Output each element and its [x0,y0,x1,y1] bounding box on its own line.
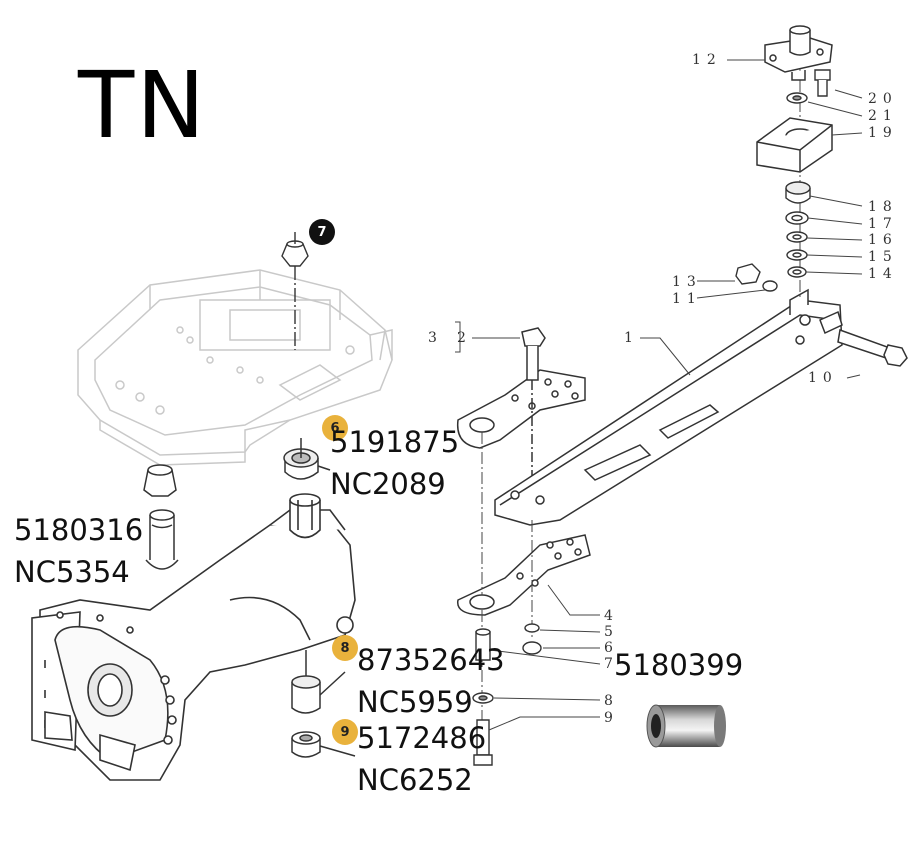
badge-6: 6 [322,415,348,441]
callout-leaders [455,59,863,731]
link-plate-lower [457,534,591,616]
callout-1: 1 [624,330,639,346]
callout-5: 5 [604,624,619,640]
block-part-19 [756,117,833,173]
nut-part-9 [291,731,356,758]
pin-part-10 [837,328,908,367]
callout-9: 9 [604,710,619,726]
plug-part-7 [281,232,309,350]
badge-7: 7 [309,219,335,245]
callout-3: 3 [428,330,443,346]
pin-part-5180316 [143,464,179,570]
callout-8: 8 [604,693,619,709]
badge-9: 9 [332,719,358,745]
callout-7: 7 [604,656,619,672]
part-code-NC2089: NC2089 [330,467,446,501]
callout-19: 19 [868,125,898,141]
callout-12: 12 [692,52,722,68]
main-arm-part-1 [494,288,843,526]
bushing-part-8 [291,650,346,714]
bushing-part-6 [283,438,331,480]
part-number-5180316: 5180316 [14,513,144,547]
part-code-NC5959: NC5959 [357,685,473,719]
part-number-5180399: 5180399 [614,648,744,682]
callout-4: 4 [604,608,619,624]
top-bracket-part-12 [764,25,833,81]
callout-11: 11 [672,291,702,307]
part-code-NC5354: NC5354 [14,555,130,589]
callout-13: 13 [672,274,702,290]
washer-part-21 [786,92,808,104]
page-title: TN [78,52,208,159]
callout-10: 10 [808,370,838,386]
bushing-photo-5180399 [646,704,726,748]
callout-14: 14 [868,266,898,282]
stack-washers-14-18 [785,181,811,278]
part-number-5191875: 5191875 [330,425,460,459]
callout-2: 2 [457,330,472,346]
part-number-87352643: 87352643 [357,643,505,677]
callout-6: 6 [604,640,619,656]
nut-part-13 [735,263,778,292]
screw-part-20 [814,69,831,97]
callout-17: 17 [868,216,898,232]
callout-16: 16 [868,232,898,248]
washers-lower [472,623,542,766]
part-code-NC6252: NC6252 [357,763,473,797]
ghost-tractor-frame [77,269,393,466]
callout-18: 18 [868,199,898,215]
callout-21: 21 [868,108,898,124]
callout-15: 15 [868,249,898,265]
part-number-5172486: 5172486 [357,721,487,755]
callout-20: 20 [868,91,898,107]
badge-8: 8 [332,635,358,661]
link-plate-upper [456,369,586,449]
axle-housing [31,493,356,781]
